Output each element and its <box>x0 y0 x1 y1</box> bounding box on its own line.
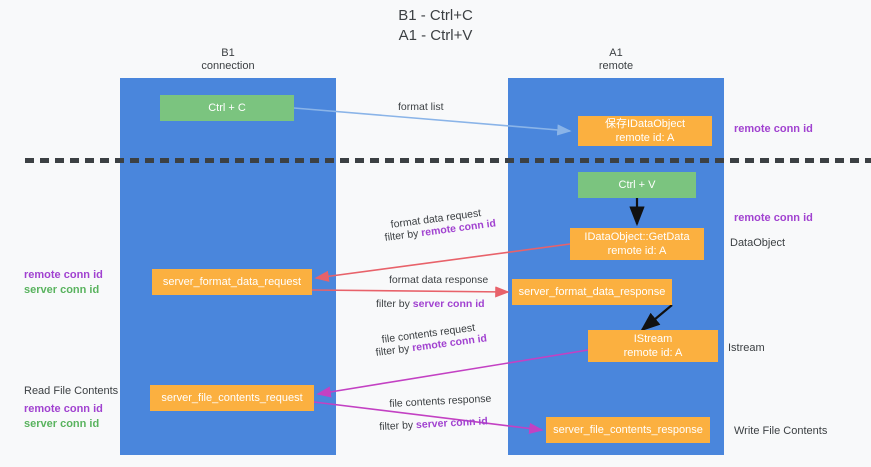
phase-divider-dashed-line <box>25 158 871 163</box>
annotation-server-conn-id: server conn id <box>24 284 100 296</box>
node-server-file-contents-request[interactable]: server_file_contents_request <box>150 385 314 411</box>
filter-prefix: filter by <box>376 298 413 310</box>
annotation-write-file-contents: Write File Contents <box>734 424 827 439</box>
filter-prefix: filter by <box>379 419 417 433</box>
annotation-dataobject: DataObject <box>730 236 785 251</box>
annotation-text: Write File Contents <box>734 425 828 437</box>
annotation-remote-conn-id-mid: remote conn id <box>734 211 813 226</box>
column-header-b1: B1 connection <box>201 47 255 72</box>
filter-value: server conn id <box>415 415 489 432</box>
annotation-remote-conn-id: remote conn id <box>24 403 103 415</box>
annotation-server-conn-id: server conn id <box>24 418 100 430</box>
node-idataobject-getdata[interactable]: IDataObject::GetData remote id: A <box>570 228 704 260</box>
node-save-idataobject[interactable]: 保存IDataObject remote id: A <box>578 116 712 146</box>
filter-value: server conn id <box>412 298 485 310</box>
edge-label-format-list: format list <box>398 101 444 113</box>
edge-label-file-contents-response-filter: filter by server conn id <box>379 415 488 433</box>
edge-label-format-data-response-filter: filter by server conn id <box>376 298 485 310</box>
edge-label-format-data-response: format data response <box>389 274 489 286</box>
annotation-text: remote conn id <box>734 123 813 135</box>
node-ctrl-c[interactable]: Ctrl + C <box>160 95 294 121</box>
node-server-format-data-request[interactable]: server_format_data_request <box>152 269 312 295</box>
annotation-left-bottom: Read File Contents remote conn id server… <box>24 384 118 432</box>
node-ctrl-v[interactable]: Ctrl + V <box>578 172 696 198</box>
node-server-file-contents-response[interactable]: server_file_contents_response <box>546 417 710 443</box>
node-istream[interactable]: IStream remote id: A <box>588 330 718 362</box>
diagram-title: B1 - Ctrl+C A1 - Ctrl+V <box>398 7 473 44</box>
column-header-a1: A1 remote <box>598 47 634 72</box>
annotation-read-file-contents: Read File Contents <box>24 385 119 397</box>
annotation-istream: Istream <box>728 341 765 356</box>
annotation-remote-conn-id: remote conn id <box>24 269 103 281</box>
annotation-remote-conn-id-top: remote conn id <box>734 122 813 137</box>
node-server-format-data-response[interactable]: server_format_data_response <box>512 279 672 305</box>
filter-prefix: filter by <box>384 227 423 244</box>
annotation-text: DataObject <box>730 237 786 249</box>
annotation-left-middle: remote conn id server conn id <box>24 268 103 298</box>
annotation-text: remote conn id <box>734 212 813 224</box>
annotation-text: Istream <box>728 342 765 354</box>
edge-label-file-contents-response: file contents response <box>389 392 492 410</box>
filter-prefix: filter by <box>375 342 414 359</box>
